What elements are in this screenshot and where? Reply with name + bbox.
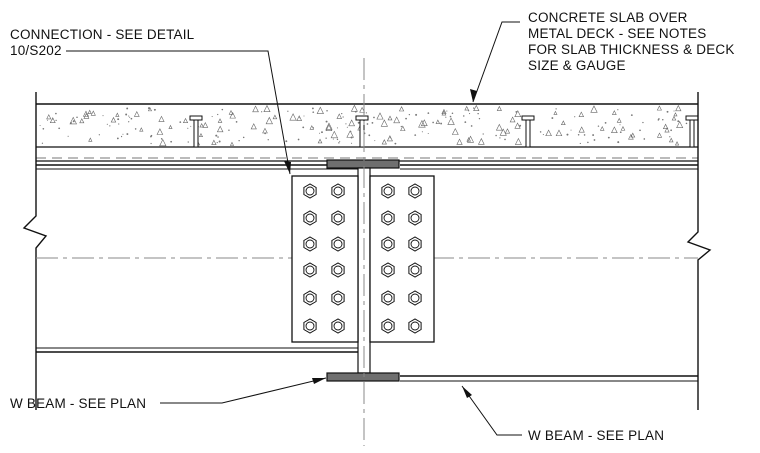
bolt — [331, 210, 345, 226]
bolt — [381, 236, 395, 252]
shear-stud — [521, 115, 535, 148]
bolt — [303, 236, 317, 252]
shear-stud — [685, 115, 699, 148]
bolt — [408, 290, 422, 306]
bolt-group — [303, 183, 422, 334]
connection-label-line2: 10/S202 — [10, 43, 62, 58]
slab-label-line2: METAL DECK - SEE NOTES — [528, 26, 706, 41]
girder-bottom-flange — [326, 372, 400, 382]
w-beam-left-leader-arrow — [312, 378, 326, 384]
w-beam-left-label: W BEAM - SEE PLAN — [10, 396, 146, 411]
w-beam-right-leader-arrow — [462, 386, 472, 398]
bolt — [331, 262, 345, 278]
right-w-beam — [400, 92, 712, 410]
left-break-line — [22, 92, 48, 410]
connection-leader-arrow — [284, 161, 291, 174]
bolt — [331, 183, 345, 199]
w-beam-left-leader — [160, 377, 327, 404]
concrete-slab — [36, 103, 698, 162]
connection-leader — [66, 50, 291, 175]
bolt — [381, 290, 395, 306]
bolt — [408, 318, 422, 334]
w-beam-right-leader — [461, 385, 522, 436]
right-break-line — [686, 92, 712, 410]
slab-leader-arrow — [470, 89, 477, 102]
bolt — [381, 183, 395, 199]
bolt — [408, 210, 422, 226]
slab-label-line4: SIZE & GAUGE — [528, 58, 626, 73]
bolt — [331, 236, 345, 252]
w-beam-right-label: W BEAM - SEE PLAN — [528, 428, 664, 443]
girder-web — [357, 167, 371, 374]
slab-leader — [472, 21, 520, 103]
connection-label-line1: CONNECTION - SEE DETAIL — [10, 27, 195, 42]
slab-label-line3: FOR SLAB THICKNESS & DECK — [528, 42, 735, 57]
left-w-beam — [22, 92, 358, 410]
bolt — [408, 262, 422, 278]
shear-stud — [355, 115, 369, 148]
bolt — [381, 262, 395, 278]
concrete-aggregate-texture — [39, 104, 688, 147]
bolt — [408, 236, 422, 252]
leader-lines — [66, 21, 522, 436]
bolt — [381, 318, 395, 334]
right-shear-plate — [369, 175, 435, 343]
girder-top-flange — [326, 159, 400, 169]
connection-plates — [291, 175, 435, 343]
bolt — [331, 290, 345, 306]
left-shear-plate — [291, 175, 359, 343]
bolt — [303, 290, 317, 306]
bolt — [303, 262, 317, 278]
slab-label-line1: CONCRETE SLAB OVER — [528, 10, 688, 25]
bolt — [303, 210, 317, 226]
shear-stud — [189, 115, 203, 148]
bolt — [408, 183, 422, 199]
bolt — [381, 210, 395, 226]
shear-studs — [189, 115, 699, 148]
bolt — [331, 318, 345, 334]
bolt — [303, 318, 317, 334]
bolt — [303, 183, 317, 199]
